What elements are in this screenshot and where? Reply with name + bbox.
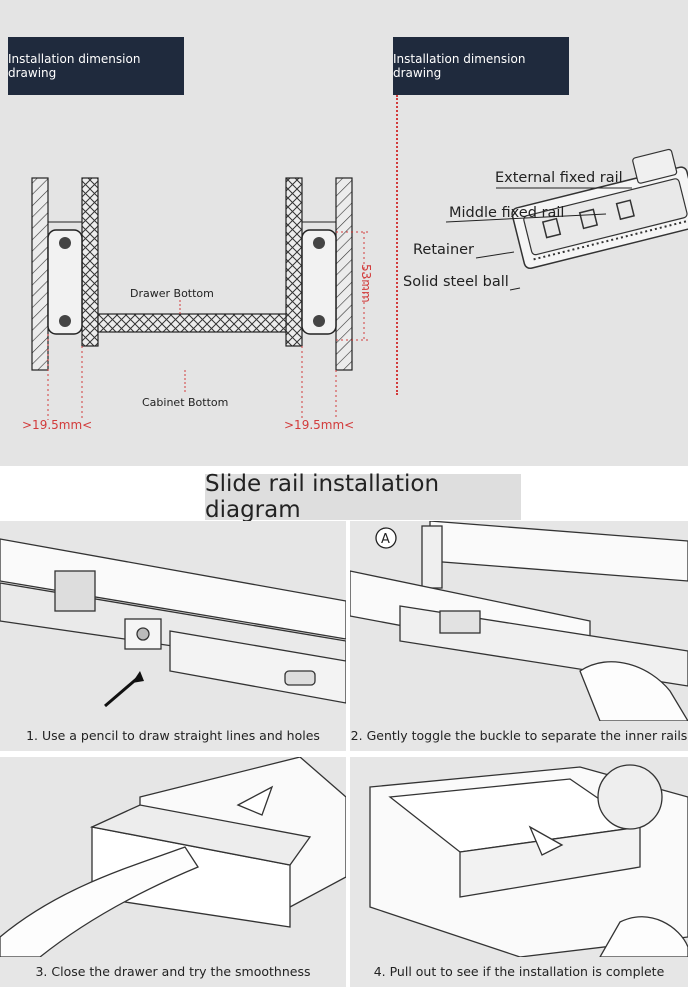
left-section-label: Installation dimension drawing xyxy=(8,37,184,95)
step-3-caption: 3. Close the drawer and try the smoothne… xyxy=(35,964,311,979)
middle-rail-label: Middle fixed rail xyxy=(449,205,564,221)
middle-rail-shape xyxy=(523,178,688,256)
top-section: Installation dimension drawing Installat… xyxy=(0,0,688,466)
pull-arrow-icon xyxy=(528,825,564,856)
step-4-caption: 4. Pull out to see if the installation i… xyxy=(373,964,665,979)
drawer-bottom-label: Drawer Bottom xyxy=(130,287,214,300)
drawer-right-side xyxy=(285,177,303,347)
left-slide-rail xyxy=(47,229,83,335)
step-1-panel: 1. Use a pencil to draw straight lines a… xyxy=(0,521,346,751)
step-3-panel: 3. Close the drawer and try the smoothne… xyxy=(0,757,346,987)
cross-section-drawing: Drawer Bottom Cabinet Bottom >19.5mm< >1… xyxy=(22,177,373,432)
step-1-illustration xyxy=(0,538,346,708)
height-label: 53mm xyxy=(359,264,373,303)
section-title: Slide rail installation diagram xyxy=(205,471,521,523)
cabinet-bottom-label: Cabinet Bottom xyxy=(142,396,228,409)
cabinet-left-side xyxy=(31,177,49,371)
step-1-caption: 1. Use a pencil to draw straight lines a… xyxy=(26,728,320,743)
step-2-illustration: A xyxy=(350,521,688,722)
divider-dotted-line xyxy=(396,95,398,395)
right-clearance-label: >19.5mm< xyxy=(284,418,354,432)
push-arrow-icon xyxy=(236,785,274,816)
drawer-left-side xyxy=(81,177,99,347)
retainer-label: Retainer xyxy=(413,242,474,258)
external-rail-label: External fixed rail xyxy=(495,170,623,186)
step-4-illustration xyxy=(369,764,688,958)
step-3-illustration xyxy=(0,757,346,958)
drawer-bottom-panel xyxy=(97,313,287,333)
cabinet-right-side xyxy=(335,177,353,371)
left-clearance-label: >19.5mm< xyxy=(22,418,92,432)
marker-a-circle xyxy=(375,527,397,549)
step-4-panel: 4. Pull out to see if the installation i… xyxy=(350,757,688,987)
right-slide-rail xyxy=(301,229,337,335)
marker-a-label: A xyxy=(381,532,390,547)
step-2-panel: A 2. Gently toggle the buckle to separat… xyxy=(350,521,688,751)
steel-ball-label: Solid steel ball xyxy=(403,274,509,290)
rail-parts-drawing: External fixed rail Middle fixed rail Re… xyxy=(403,148,688,291)
right-section-label: Installation dimension drawing xyxy=(393,37,569,95)
step-2-caption: 2. Gently toggle the buckle to separate … xyxy=(350,728,688,743)
